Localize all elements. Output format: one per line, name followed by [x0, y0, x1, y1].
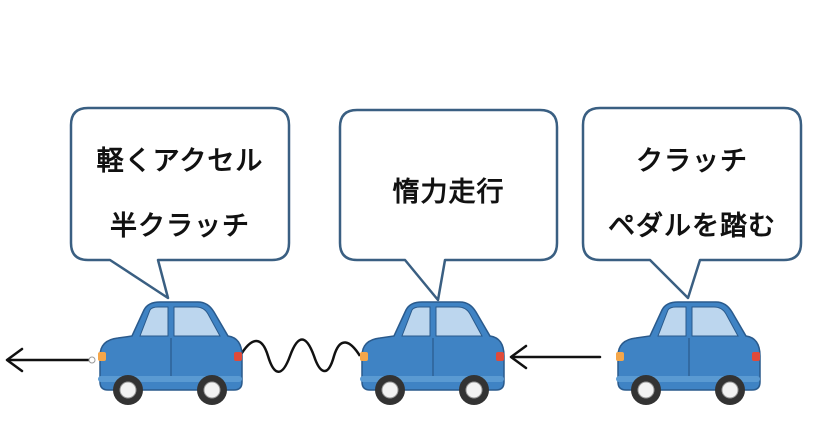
bubble-2-line-1: 惰力走行 — [392, 177, 505, 208]
speech-bubble-1 — [69, 106, 291, 300]
arrow-left-icon — [509, 344, 602, 370]
speech-bubble-3 — [581, 106, 803, 300]
spring-icon — [238, 338, 362, 373]
bubble-3-line-2: ペダルを踏む — [608, 211, 776, 242]
bubble-1-line-1: 軽くアクセル — [96, 146, 264, 177]
car-icon — [359, 301, 505, 406]
arrow-left-icon — [5, 347, 96, 373]
bubble-1-line-2: 半クラッチ — [110, 211, 250, 242]
car-icon — [615, 301, 761, 406]
speech-bubble-2 — [338, 108, 559, 302]
bubble-3-line-1: クラッチ — [636, 146, 748, 177]
car-icon — [97, 301, 243, 406]
